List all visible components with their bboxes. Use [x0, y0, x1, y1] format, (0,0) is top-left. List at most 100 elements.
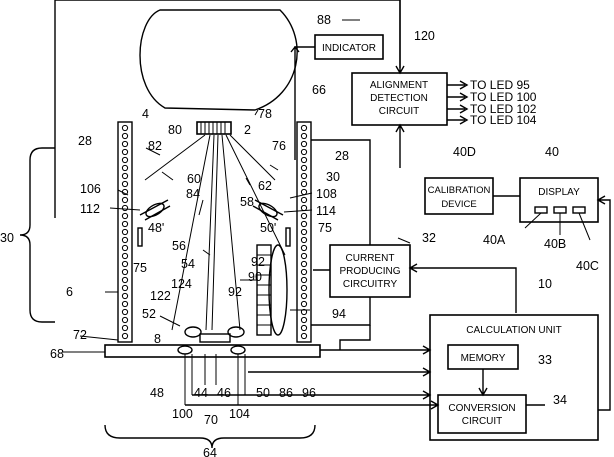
led-dot — [122, 141, 127, 146]
ref-72: 72 — [73, 328, 87, 342]
ref-28-left: 28 — [78, 134, 92, 148]
led-dot — [122, 133, 127, 138]
led-dot — [301, 133, 306, 138]
ref-2: 2 — [244, 123, 251, 137]
ref-70: 70 — [204, 413, 218, 427]
ref-8: 8 — [154, 332, 161, 346]
alignment-l1: ALIGNMENT — [370, 80, 428, 91]
lens-92 — [269, 245, 287, 335]
right-camera-body — [253, 200, 283, 220]
output-lines — [447, 85, 465, 120]
housing-wire — [340, 325, 370, 350]
calc-to-display — [598, 196, 610, 410]
led-dot — [301, 333, 306, 338]
sensor-bar — [200, 334, 230, 342]
ref-90: 90 — [248, 270, 262, 284]
led-dot — [122, 229, 127, 234]
led-dot — [301, 213, 306, 218]
ref-40C: 40C — [576, 259, 599, 273]
current-l3: CIRCUITRY — [343, 279, 398, 290]
ref-124: 124 — [171, 277, 192, 291]
ref-82: 82 — [148, 139, 162, 153]
ref-30-right: 30 — [326, 170, 340, 184]
ref-68: 68 — [50, 347, 64, 361]
ref-40B: 40B — [544, 237, 566, 251]
led-dot — [301, 277, 306, 282]
ref-30-left: 30 — [0, 231, 14, 245]
current-l2: PRODUCING — [339, 266, 400, 277]
ref-48prime: 48' — [148, 221, 164, 235]
indicator-label: INDICATOR — [322, 43, 376, 54]
ref-50: 50 — [256, 386, 270, 400]
led-dot — [301, 149, 306, 154]
led-dot — [301, 205, 306, 210]
ref-120: 120 — [414, 29, 435, 43]
led-dot — [122, 125, 127, 130]
led-dot — [301, 221, 306, 226]
ref-66: 66 — [312, 83, 326, 97]
ref-34: 34 — [553, 393, 567, 407]
ref-56: 56 — [172, 239, 186, 253]
calculation-title: CALCULATION UNIT — [466, 325, 561, 336]
led-dot — [122, 237, 127, 242]
led-dot — [122, 261, 127, 266]
led-dot — [122, 221, 127, 226]
ref-84: 84 — [186, 187, 200, 201]
calibration-l1: CALIBRATION — [428, 185, 491, 196]
ref-4: 4 — [142, 107, 149, 121]
ref-40A: 40A — [483, 233, 506, 247]
ref-32: 32 — [422, 231, 436, 245]
ref-88: 88 — [317, 13, 331, 27]
ref-112: 112 — [80, 202, 100, 216]
led-dot — [301, 157, 306, 162]
led-dot — [122, 165, 127, 170]
ref-94: 94 — [332, 307, 346, 321]
left-leds — [122, 125, 127, 338]
lens-array — [197, 122, 231, 134]
memory-label: MEMORY — [461, 353, 506, 364]
ref-80: 80 — [168, 123, 182, 137]
led-dot — [301, 245, 306, 250]
led-dot — [122, 205, 127, 210]
sensor-122 — [185, 327, 201, 337]
ref-46: 46 — [217, 386, 231, 400]
led-dot — [122, 197, 127, 202]
alignment-in-arrow2 — [396, 125, 404, 168]
ref-52: 52 — [142, 307, 156, 321]
ref-92-lower: 92 — [228, 285, 242, 299]
led-dot — [122, 301, 127, 306]
led-dot — [122, 325, 127, 330]
conversion-l1: CONVERSION — [448, 403, 515, 414]
ref-106: 106 — [80, 182, 101, 196]
led-dot — [122, 293, 127, 298]
ref-114: 114 — [316, 204, 336, 218]
ref-92-upper: 92 — [251, 255, 265, 269]
led-dot — [122, 333, 127, 338]
calc-to-current — [410, 264, 516, 313]
led-dot — [122, 181, 127, 186]
conversion-box — [438, 395, 526, 433]
ref-75-right: 75 — [318, 221, 332, 235]
ref-108: 108 — [316, 187, 337, 201]
left-camera-body — [140, 200, 170, 220]
ref-54: 54 — [181, 257, 195, 271]
ref-10: 10 — [538, 277, 552, 291]
ref-100: 100 — [172, 407, 193, 421]
eye-sphere — [140, 10, 297, 110]
ref-86: 86 — [279, 386, 293, 400]
led-dot — [301, 293, 306, 298]
ref-78: 78 — [258, 107, 272, 121]
led-dot — [122, 149, 127, 154]
led-dot — [122, 173, 127, 178]
led-dot — [122, 157, 127, 162]
led-dot — [122, 309, 127, 314]
display-label: DISPLAY — [538, 187, 580, 198]
led-dot — [301, 253, 306, 258]
ref-40: 40 — [545, 145, 559, 159]
calibration-l2: DEVICE — [441, 199, 476, 210]
lens-array-hatch — [201, 122, 225, 134]
led-dot — [301, 141, 306, 146]
alignment-l3: CIRCUIT — [379, 106, 420, 117]
ref-122: 122 — [150, 289, 171, 303]
